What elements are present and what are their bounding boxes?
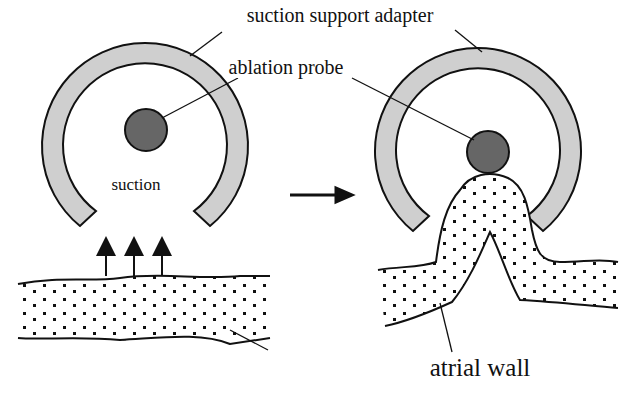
wall-edge (18, 276, 270, 284)
wall-texture (378, 174, 618, 326)
atrial-wall-pulled (378, 174, 618, 326)
transition-arrow (290, 188, 352, 202)
suction-adapter (42, 43, 248, 226)
part-label: atrial wall (428, 354, 533, 382)
wall-edge (378, 174, 618, 270)
part-label: ablation probe (227, 56, 346, 78)
part-label: suction support adapter (245, 4, 436, 26)
wall-edge (385, 232, 618, 326)
suction-label: suction (109, 176, 162, 195)
ablation-probe (125, 109, 167, 151)
ablation-probe (467, 131, 509, 173)
suction-arrows (106, 246, 162, 276)
leader-lines (162, 30, 482, 352)
wall-edge (18, 337, 270, 344)
